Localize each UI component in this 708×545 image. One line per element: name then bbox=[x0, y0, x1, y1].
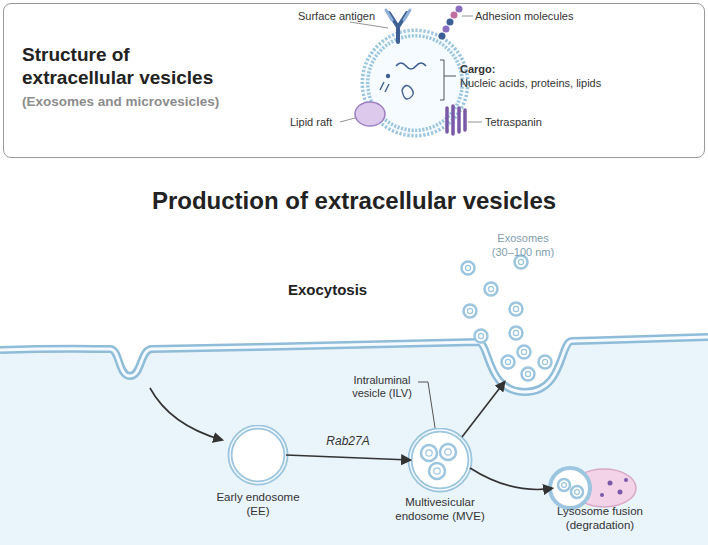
exosome bbox=[510, 303, 523, 316]
text-label: Adhesion molecules bbox=[475, 10, 573, 22]
exosome bbox=[462, 262, 475, 275]
node-text: Exosomes (30–100 nm) bbox=[485, 232, 561, 260]
leader-line bbox=[350, 22, 388, 28]
text-label: Cargo: bbox=[460, 63, 495, 75]
cargo-bracket bbox=[440, 60, 456, 100]
exosome bbox=[522, 368, 535, 381]
tetraspanin bbox=[447, 106, 465, 134]
process-node: Exosomes (30–100 nm) bbox=[455, 232, 585, 382]
node-text: (Exosomes and microvesicles) bbox=[22, 94, 282, 109]
exosome bbox=[485, 283, 498, 296]
exosome-cloud bbox=[462, 256, 552, 381]
node-shape bbox=[540, 465, 660, 543]
edge-label: Rab27A bbox=[308, 434, 388, 448]
exosome-core bbox=[513, 306, 518, 311]
arrow-connector bbox=[286, 455, 410, 460]
exosome bbox=[502, 356, 515, 369]
exosome bbox=[510, 327, 523, 340]
leader-line bbox=[468, 122, 482, 123]
exosome bbox=[518, 346, 531, 359]
lipid-raft bbox=[355, 102, 385, 126]
leader-line bbox=[462, 16, 473, 17]
arrow-connector bbox=[462, 382, 504, 437]
text-label: Tetraspanin bbox=[485, 116, 542, 128]
node-text: Structure of extracellular vesicles bbox=[22, 44, 227, 90]
exosome bbox=[539, 356, 552, 369]
endocytosis-arrow bbox=[150, 388, 222, 440]
exosome-core bbox=[518, 259, 523, 264]
node-text: Early endosome (EE) bbox=[208, 491, 308, 519]
exosome bbox=[464, 305, 477, 318]
exosome-core bbox=[542, 359, 547, 364]
node-text: Multivesicular endosome (MVE) bbox=[390, 496, 490, 524]
cell-interior bbox=[0, 337, 708, 545]
text-label: Nucleic acids, proteins, lipids bbox=[460, 77, 601, 89]
exosome-core bbox=[525, 371, 530, 376]
arrow-connector bbox=[470, 468, 552, 489]
diagram-title: Production of extracellular vesicles bbox=[0, 187, 708, 215]
process-node: Lysosome fusion (degradation) bbox=[540, 465, 660, 543]
exosome-core bbox=[467, 308, 472, 313]
leader-line bbox=[340, 118, 355, 122]
exosome-core bbox=[478, 333, 483, 338]
process-node: Early endosome (EE) bbox=[208, 425, 308, 525]
exosome-core bbox=[521, 349, 526, 354]
exosome-core bbox=[513, 330, 518, 335]
node-text: Lysosome fusion (degradation) bbox=[540, 505, 660, 533]
text-label: Surface antigen bbox=[298, 10, 375, 22]
cargo-nucleic-acid bbox=[396, 63, 426, 69]
text-label: Lipid raft bbox=[290, 116, 332, 128]
exosome-core bbox=[505, 359, 510, 364]
exosome bbox=[475, 330, 488, 343]
process-node: Multivesicular endosome (MVE) bbox=[390, 428, 490, 528]
text-label: Exocytosis bbox=[288, 281, 367, 298]
exosome-core bbox=[465, 265, 470, 270]
text-label: Intraluminal vesicle (ILV) bbox=[346, 374, 418, 400]
exosome-core bbox=[488, 286, 493, 291]
